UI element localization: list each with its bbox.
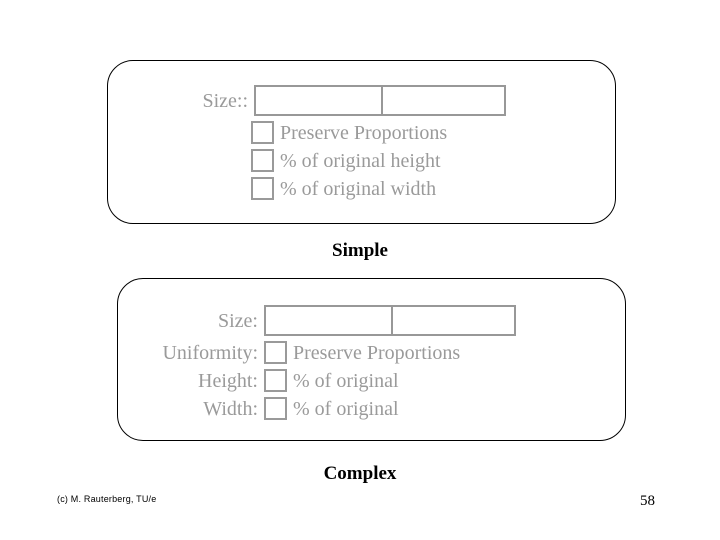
checkbox-uniformity-complex[interactable]: [264, 341, 287, 364]
checkbox-label-percent-original-width-simple: % of original width: [280, 177, 437, 200]
checkbox-label-preserve-proportions-simple: Preserve Proportions: [280, 121, 448, 144]
size-entry-left-cell-complex[interactable]: [266, 307, 393, 334]
checkbox-label-height-complex: % of original: [293, 369, 399, 392]
caption-complex: Complex: [323, 463, 397, 484]
form-simple: Size:: Preserve Proportions % of origina…: [108, 61, 615, 223]
size-row-complex: Size:: [140, 305, 516, 336]
page-number: 58: [640, 493, 655, 509]
checkbox-percent-original-height-simple[interactable]: [251, 149, 274, 172]
option-row-height-complex[interactable]: Height: % of original: [140, 369, 399, 392]
width-label-complex: Width:: [203, 397, 258, 420]
checkbox-height-complex[interactable]: [264, 369, 287, 392]
dialog-panel-simple: Size:: Preserve Proportions % of origina…: [107, 60, 616, 224]
size-entry-right-cell-simple[interactable]: [383, 87, 504, 114]
checkbox-width-complex[interactable]: [264, 397, 287, 420]
size-entry-simple[interactable]: [254, 85, 506, 116]
dialog-panel-complex: Size: Uniformity: Preserve Proportions H…: [117, 278, 626, 441]
height-label-complex: Height:: [198, 369, 258, 392]
checkbox-label-uniformity-complex: Preserve Proportions: [293, 341, 461, 364]
size-row-simple: Size::: [186, 85, 506, 116]
size-entry-complex[interactable]: [264, 305, 516, 336]
option-row-preserve-proportions-simple[interactable]: Preserve Proportions: [251, 121, 447, 144]
size-label-complex: Size:: [218, 309, 258, 332]
form-complex: Size: Uniformity: Preserve Proportions H…: [118, 279, 625, 440]
checkbox-percent-original-width-simple[interactable]: [251, 177, 274, 200]
option-row-width-complex[interactable]: Width: % of original: [140, 397, 399, 420]
size-label-simple: Size::: [202, 89, 248, 112]
option-row-percent-original-width-simple[interactable]: % of original width: [251, 177, 436, 200]
option-row-uniformity-complex[interactable]: Uniformity: Preserve Proportions: [140, 341, 460, 364]
size-entry-left-cell-simple[interactable]: [256, 87, 383, 114]
size-entry-right-cell-complex[interactable]: [393, 307, 514, 334]
uniformity-label-complex: Uniformity:: [162, 341, 258, 364]
option-row-percent-original-height-simple[interactable]: % of original height: [251, 149, 441, 172]
checkbox-preserve-proportions-simple[interactable]: [251, 121, 274, 144]
checkbox-label-width-complex: % of original: [293, 397, 399, 420]
checkbox-label-percent-original-height-simple: % of original height: [280, 149, 441, 172]
caption-simple: Simple: [332, 240, 388, 261]
footer-credit: (c) M. Rauterberg, TU/e: [57, 494, 157, 504]
